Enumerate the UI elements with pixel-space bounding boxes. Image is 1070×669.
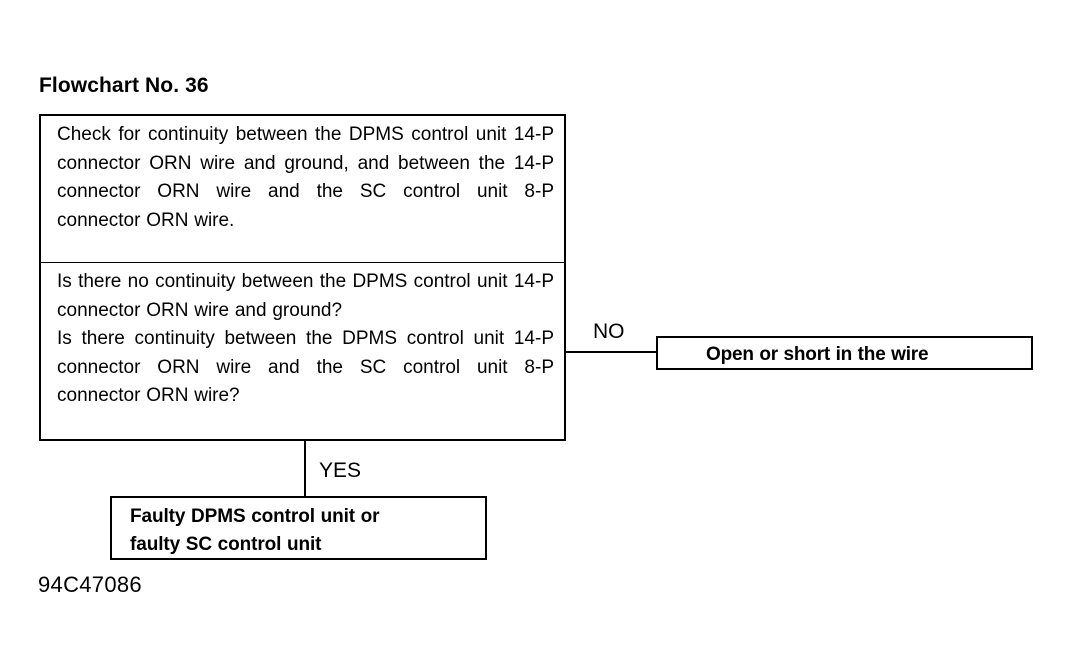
branch-label-no: NO (593, 320, 625, 343)
figure-caption: 94C47086 (38, 572, 142, 597)
process-box-check-continuity: Check for continuity between the DPMS co… (39, 114, 566, 263)
result-box-faulty-control-unit-text: Faulty DPMS control unit or faulty SC co… (130, 506, 380, 555)
page-title: Flowchart No. 36 (39, 74, 209, 97)
result-box-faulty-control-unit: Faulty DPMS control unit or faulty SC co… (110, 496, 487, 560)
decision-box-continuity-question: Is there no continuity between the DPMS … (39, 262, 566, 441)
result-box-open-or-short-text: Open or short in the wire (706, 344, 929, 365)
branch-label-yes: YES (319, 459, 362, 482)
process-box-check-continuity-text: Check for continuity between the DPMS co… (57, 124, 554, 231)
connector-line-yes (304, 440, 306, 498)
decision-box-continuity-question-text: Is there no continuity between the DPMS … (57, 271, 554, 407)
connector-line-no (565, 351, 658, 353)
result-box-open-or-short: Open or short in the wire (656, 336, 1033, 370)
